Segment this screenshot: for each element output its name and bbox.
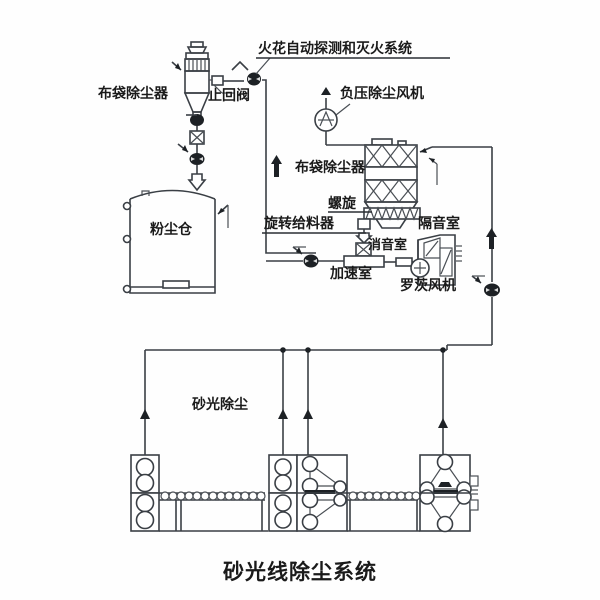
- label-spiral: 螺旋: [328, 195, 357, 212]
- label-bag-filter-main: 布袋除尘器: [295, 159, 366, 176]
- negative-pressure-fan: 负压除尘风机: [314, 85, 424, 146]
- label-roots-blower: 罗茨风机: [400, 277, 456, 294]
- rotary-feeder: 旋转给料器: [262, 215, 373, 257]
- roller-conveyor-1: [159, 491, 268, 532]
- flow-arrow-up-left: [271, 155, 282, 177]
- right-main-duct: [447, 147, 500, 346]
- label-spark-system: 火花自动探测和灭火系统: [258, 40, 412, 57]
- dust-silo: 粉尘仓: [122, 189, 229, 294]
- label-rotary-feeder: 旋转给料器: [263, 215, 335, 232]
- label-check-valve: 止回阀: [208, 87, 250, 104]
- label-dust-silo: 粉尘仓: [150, 221, 193, 238]
- diagram-caption: 砂光线除尘系统: [223, 560, 377, 584]
- label-sanding-dust-removal: 砂光除尘: [191, 396, 248, 413]
- lower-header-duct: [140, 345, 448, 455]
- label-silencer-room: 消音室: [368, 237, 407, 253]
- label-bag-filter-top: 布袋除尘器: [98, 85, 169, 102]
- sander-machine-2: [268, 454, 348, 532]
- sander-machine-1: [130, 454, 160, 532]
- cyclone-bag-filter-unit: [171, 41, 234, 119]
- acceleration-chamber: 加速室: [266, 246, 385, 282]
- label-acceleration-chamber: 加速室: [329, 265, 372, 282]
- label-negative-pressure-fan: 负压除尘风机: [340, 85, 424, 102]
- valve-chain: [177, 114, 207, 192]
- label-soundproof-room: 隔音室: [418, 215, 460, 232]
- spark-detector-node: [231, 57, 271, 86]
- roller-conveyor-2: [347, 491, 421, 532]
- main-return-duct: [262, 79, 316, 254]
- main-bag-filter: 布袋除尘器: [295, 138, 492, 229]
- roots-blower-assembly: 隔音室 罗茨风机: [384, 215, 462, 294]
- screw-conveyor: 螺旋: [328, 195, 421, 221]
- sander-machine-3: [419, 453, 479, 533]
